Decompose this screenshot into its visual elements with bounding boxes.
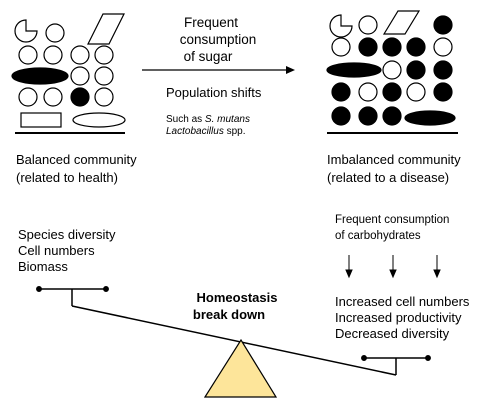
down-arrow-2-head bbox=[389, 269, 397, 279]
left-pan-line3: Biomass bbox=[18, 259, 68, 274]
cell bbox=[94, 45, 114, 65]
cell bbox=[358, 82, 378, 102]
left-pan-end-left bbox=[36, 286, 42, 292]
seesaw-beam bbox=[71, 305, 397, 376]
right-effect-line2: Increased productivity bbox=[335, 310, 462, 325]
shift-arrow-head bbox=[286, 66, 295, 74]
pie-cell bbox=[14, 19, 38, 43]
fulcrum-label-line2: break down bbox=[193, 307, 265, 322]
shift-note-species2: Lactobacillus bbox=[166, 126, 224, 137]
cell-dark bbox=[406, 37, 426, 57]
right-cause-line2: of carbohydrates bbox=[335, 230, 421, 242]
cell-dark bbox=[433, 15, 453, 35]
cell bbox=[94, 87, 114, 107]
arrow-label-line2: consumption bbox=[180, 32, 257, 47]
fulcrum-triangle bbox=[203, 338, 278, 398]
shift-note-species1: S. mutans bbox=[205, 114, 250, 125]
cell-dark bbox=[406, 60, 426, 80]
cell bbox=[70, 45, 90, 65]
shift-note-suffix: spp. bbox=[224, 126, 246, 137]
imbalanced-community bbox=[326, 10, 456, 126]
right-cause-line1: Frequent consumption bbox=[335, 214, 449, 226]
cell bbox=[70, 66, 90, 86]
cell-dark bbox=[70, 87, 90, 107]
cell-dark bbox=[382, 82, 402, 102]
cell-dark bbox=[331, 82, 351, 102]
seesaw bbox=[36, 286, 431, 376]
imbalanced-label-line1: Imbalanced community bbox=[327, 152, 461, 167]
cell bbox=[406, 82, 426, 102]
cell bbox=[43, 45, 63, 65]
rect-cell bbox=[20, 112, 62, 128]
arrow-label-line3: of sugar bbox=[184, 49, 233, 64]
right-effect-line3: Decreased diversity bbox=[335, 326, 450, 341]
cell-dark bbox=[382, 37, 402, 57]
cell-dark bbox=[433, 60, 453, 80]
down-arrow-3-head bbox=[433, 269, 441, 279]
cell-dark bbox=[331, 106, 351, 126]
cell bbox=[45, 23, 65, 43]
cell bbox=[43, 87, 63, 107]
cell bbox=[18, 87, 38, 107]
shift-note-line2: Lactobacillus spp. bbox=[166, 126, 246, 137]
cell bbox=[18, 45, 38, 65]
imbalanced-label-line2: (related to a disease) bbox=[327, 170, 449, 185]
shift-title: Population shifts bbox=[166, 85, 262, 100]
right-effect-line1: Increased cell numbers bbox=[335, 294, 470, 309]
fulcrum-label-line1: Homeostasis bbox=[197, 290, 278, 305]
balanced-label-line1: Balanced community bbox=[16, 152, 137, 167]
cell-dark bbox=[358, 106, 378, 126]
rod-cell-dark bbox=[404, 110, 456, 126]
shift-note-prefix: Such as bbox=[166, 114, 205, 125]
cell bbox=[94, 66, 114, 86]
diamond-cell bbox=[382, 10, 421, 35]
cell-dark bbox=[382, 106, 402, 126]
rod-cell-dark bbox=[326, 62, 382, 78]
shift-note-line1: Such as S. mutans bbox=[166, 114, 250, 125]
right-pan-end-right bbox=[425, 355, 431, 361]
cell bbox=[382, 60, 402, 80]
left-pan-end-right bbox=[103, 286, 109, 292]
balanced-community bbox=[11, 13, 126, 128]
down-arrow-1-head bbox=[345, 269, 353, 279]
balanced-label-line2: (related to health) bbox=[16, 170, 118, 185]
left-pan-line1: Species diversity bbox=[18, 227, 116, 242]
rod-cell bbox=[72, 112, 126, 128]
pie-cell bbox=[329, 14, 353, 38]
left-pan-line2: Cell numbers bbox=[18, 243, 95, 258]
rod-cell-dark bbox=[11, 67, 69, 85]
cell bbox=[331, 37, 351, 57]
cell bbox=[433, 37, 453, 57]
right-pan-end-left bbox=[361, 355, 367, 361]
cell bbox=[358, 15, 378, 35]
cell-dark bbox=[433, 82, 453, 102]
arrow-label-line1: Frequent bbox=[184, 15, 238, 30]
cell-dark bbox=[358, 37, 378, 57]
diamond-cell bbox=[87, 13, 125, 45]
downward-arrows bbox=[345, 255, 441, 279]
